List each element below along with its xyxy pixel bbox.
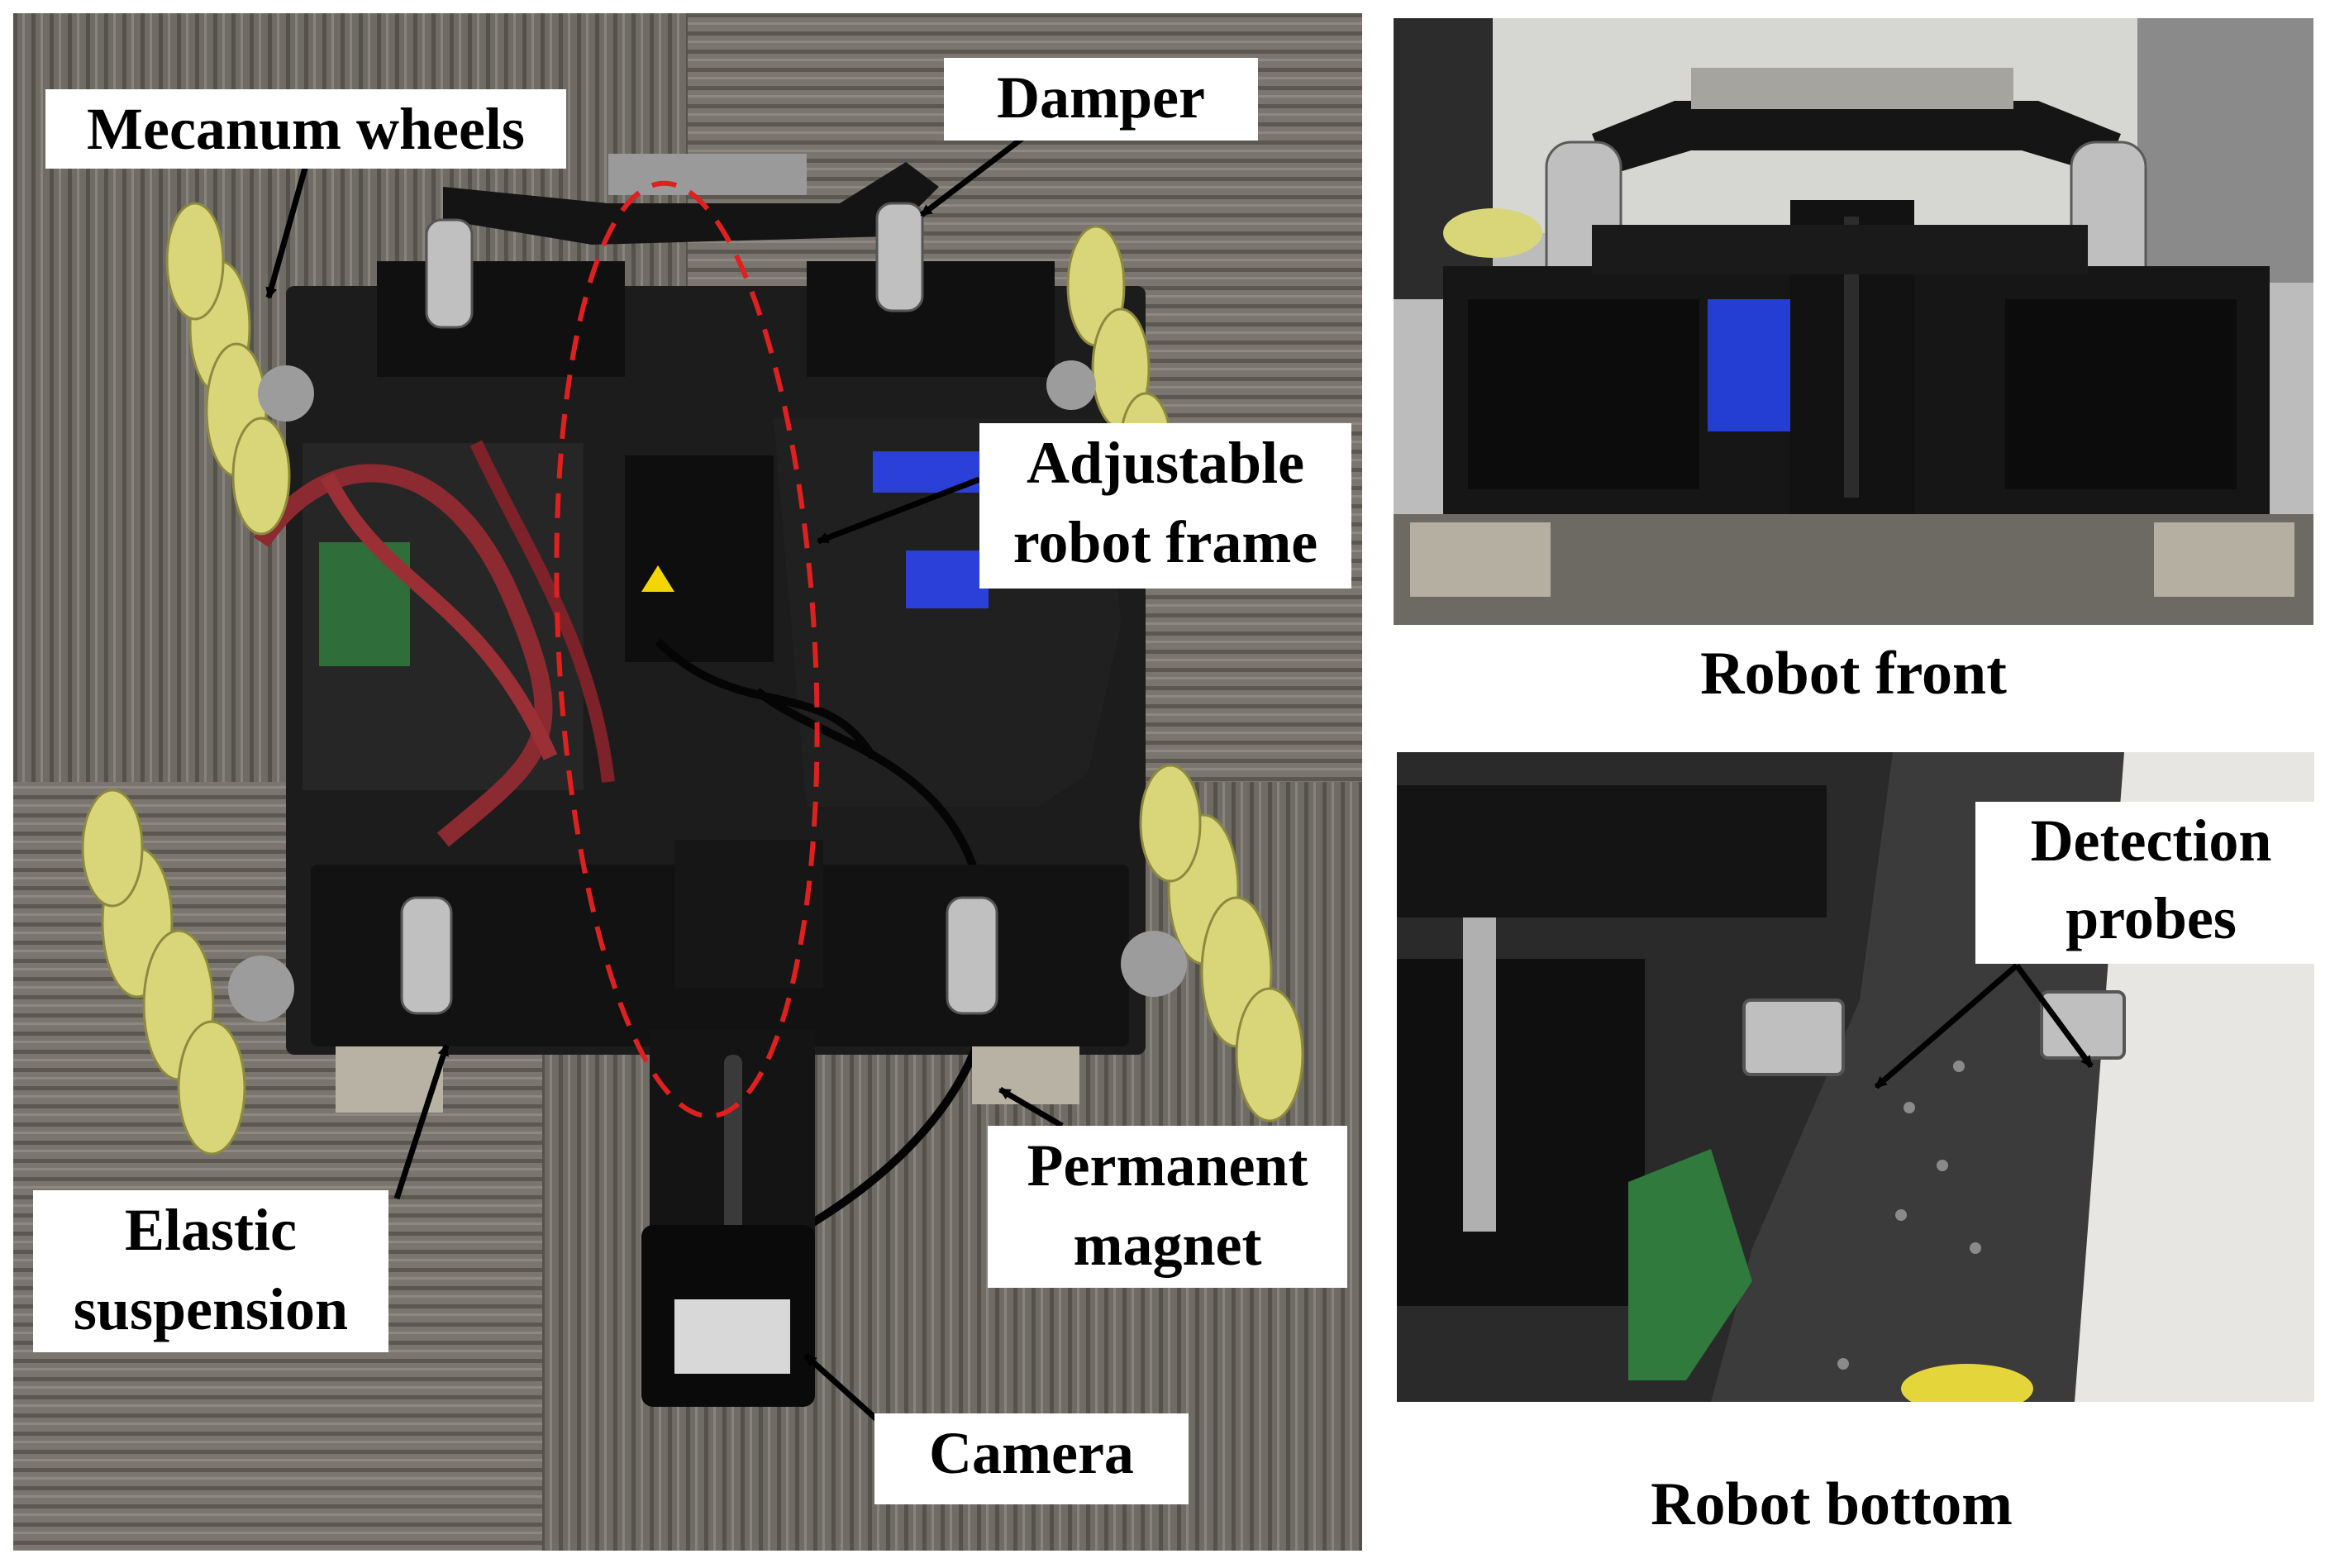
label-damper: Damper xyxy=(944,58,1258,141)
robot-front-photo xyxy=(1394,18,2313,625)
label-camera: Camera xyxy=(874,1413,1189,1504)
label-mecanum-wheels: Mecanum wheels xyxy=(45,89,566,169)
robot-front-illustration xyxy=(1394,18,2313,625)
label-detection-probes: Detection probes xyxy=(1975,802,2327,964)
label-damper-text: Damper xyxy=(997,64,1205,131)
label-mecanum-wheels-text: Mecanum wheels xyxy=(87,96,525,162)
label-elastic-suspension: Elastic suspension xyxy=(33,1190,388,1352)
label-adjustable-frame-line2: robot frame xyxy=(1013,509,1318,575)
label-adjustable-frame-line1: Adjustable xyxy=(1026,430,1305,496)
adjustable-frame-outline xyxy=(554,180,820,1119)
label-permanent-magnet-line2: magnet xyxy=(1073,1212,1262,1278)
label-adjustable-frame: Adjustable robot frame xyxy=(979,423,1351,589)
label-permanent-magnet-line1: Permanent xyxy=(1027,1132,1308,1199)
label-detection-probes-line2: probes xyxy=(2066,885,2237,951)
caption-robot-front: Robot front xyxy=(1700,640,2007,708)
label-elastic-suspension-line2: suspension xyxy=(73,1276,349,1342)
label-elastic-suspension-line1: Elastic xyxy=(125,1197,297,1263)
label-permanent-magnet: Permanent magnet xyxy=(988,1126,1347,1288)
label-camera-text: Camera xyxy=(929,1420,1134,1486)
label-detection-probes-line1: Detection xyxy=(2030,808,2272,874)
caption-robot-bottom: Robot bottom xyxy=(1651,1470,2013,1538)
